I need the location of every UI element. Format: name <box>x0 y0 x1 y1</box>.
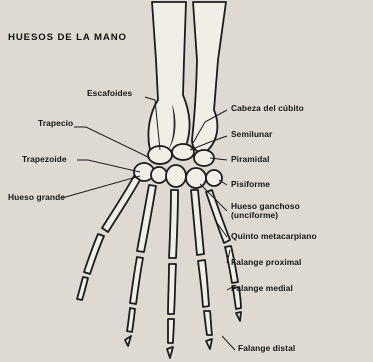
label-cabeza-cubito: Cabeza del cúbito <box>231 104 304 113</box>
ulna-bone <box>192 2 226 152</box>
label-trapecio: Trapecio <box>38 119 73 128</box>
label-falange-distal: Falange distal <box>238 344 295 353</box>
label-unciforme: (unciforme) <box>231 211 278 220</box>
label-trapezoide: Trapezoide <box>22 155 67 164</box>
label-piramidal: Piramidal <box>231 155 270 164</box>
label-falange-proximal: Falange proximal <box>231 258 301 267</box>
index-finger-bones <box>125 185 156 346</box>
carpal-bones <box>134 144 222 188</box>
label-pisiforme: Pisiforme <box>231 180 270 189</box>
label-hueso-grande: Hueso grande <box>8 193 65 202</box>
middle-finger-bones <box>167 190 178 358</box>
label-semilunar: Semilunar <box>231 130 272 139</box>
label-escafoides: Escafoides <box>87 89 132 98</box>
semilunar-bone <box>172 144 194 160</box>
label-quinto-metacarpiano: Quinto metacarpiano <box>231 232 317 241</box>
ring-finger-bones <box>191 190 212 349</box>
diagram-title: HUESOS DE LA MANO <box>8 32 127 43</box>
thumb-bones <box>77 176 140 300</box>
trapezoide-bone <box>151 167 167 183</box>
hueso-ganchoso-bone <box>186 168 206 188</box>
radius-bone <box>148 2 189 154</box>
hueso-grande-bone <box>166 165 186 187</box>
label-falange-medial: Falange medial <box>231 284 293 293</box>
pisiforme-bone <box>206 170 222 186</box>
